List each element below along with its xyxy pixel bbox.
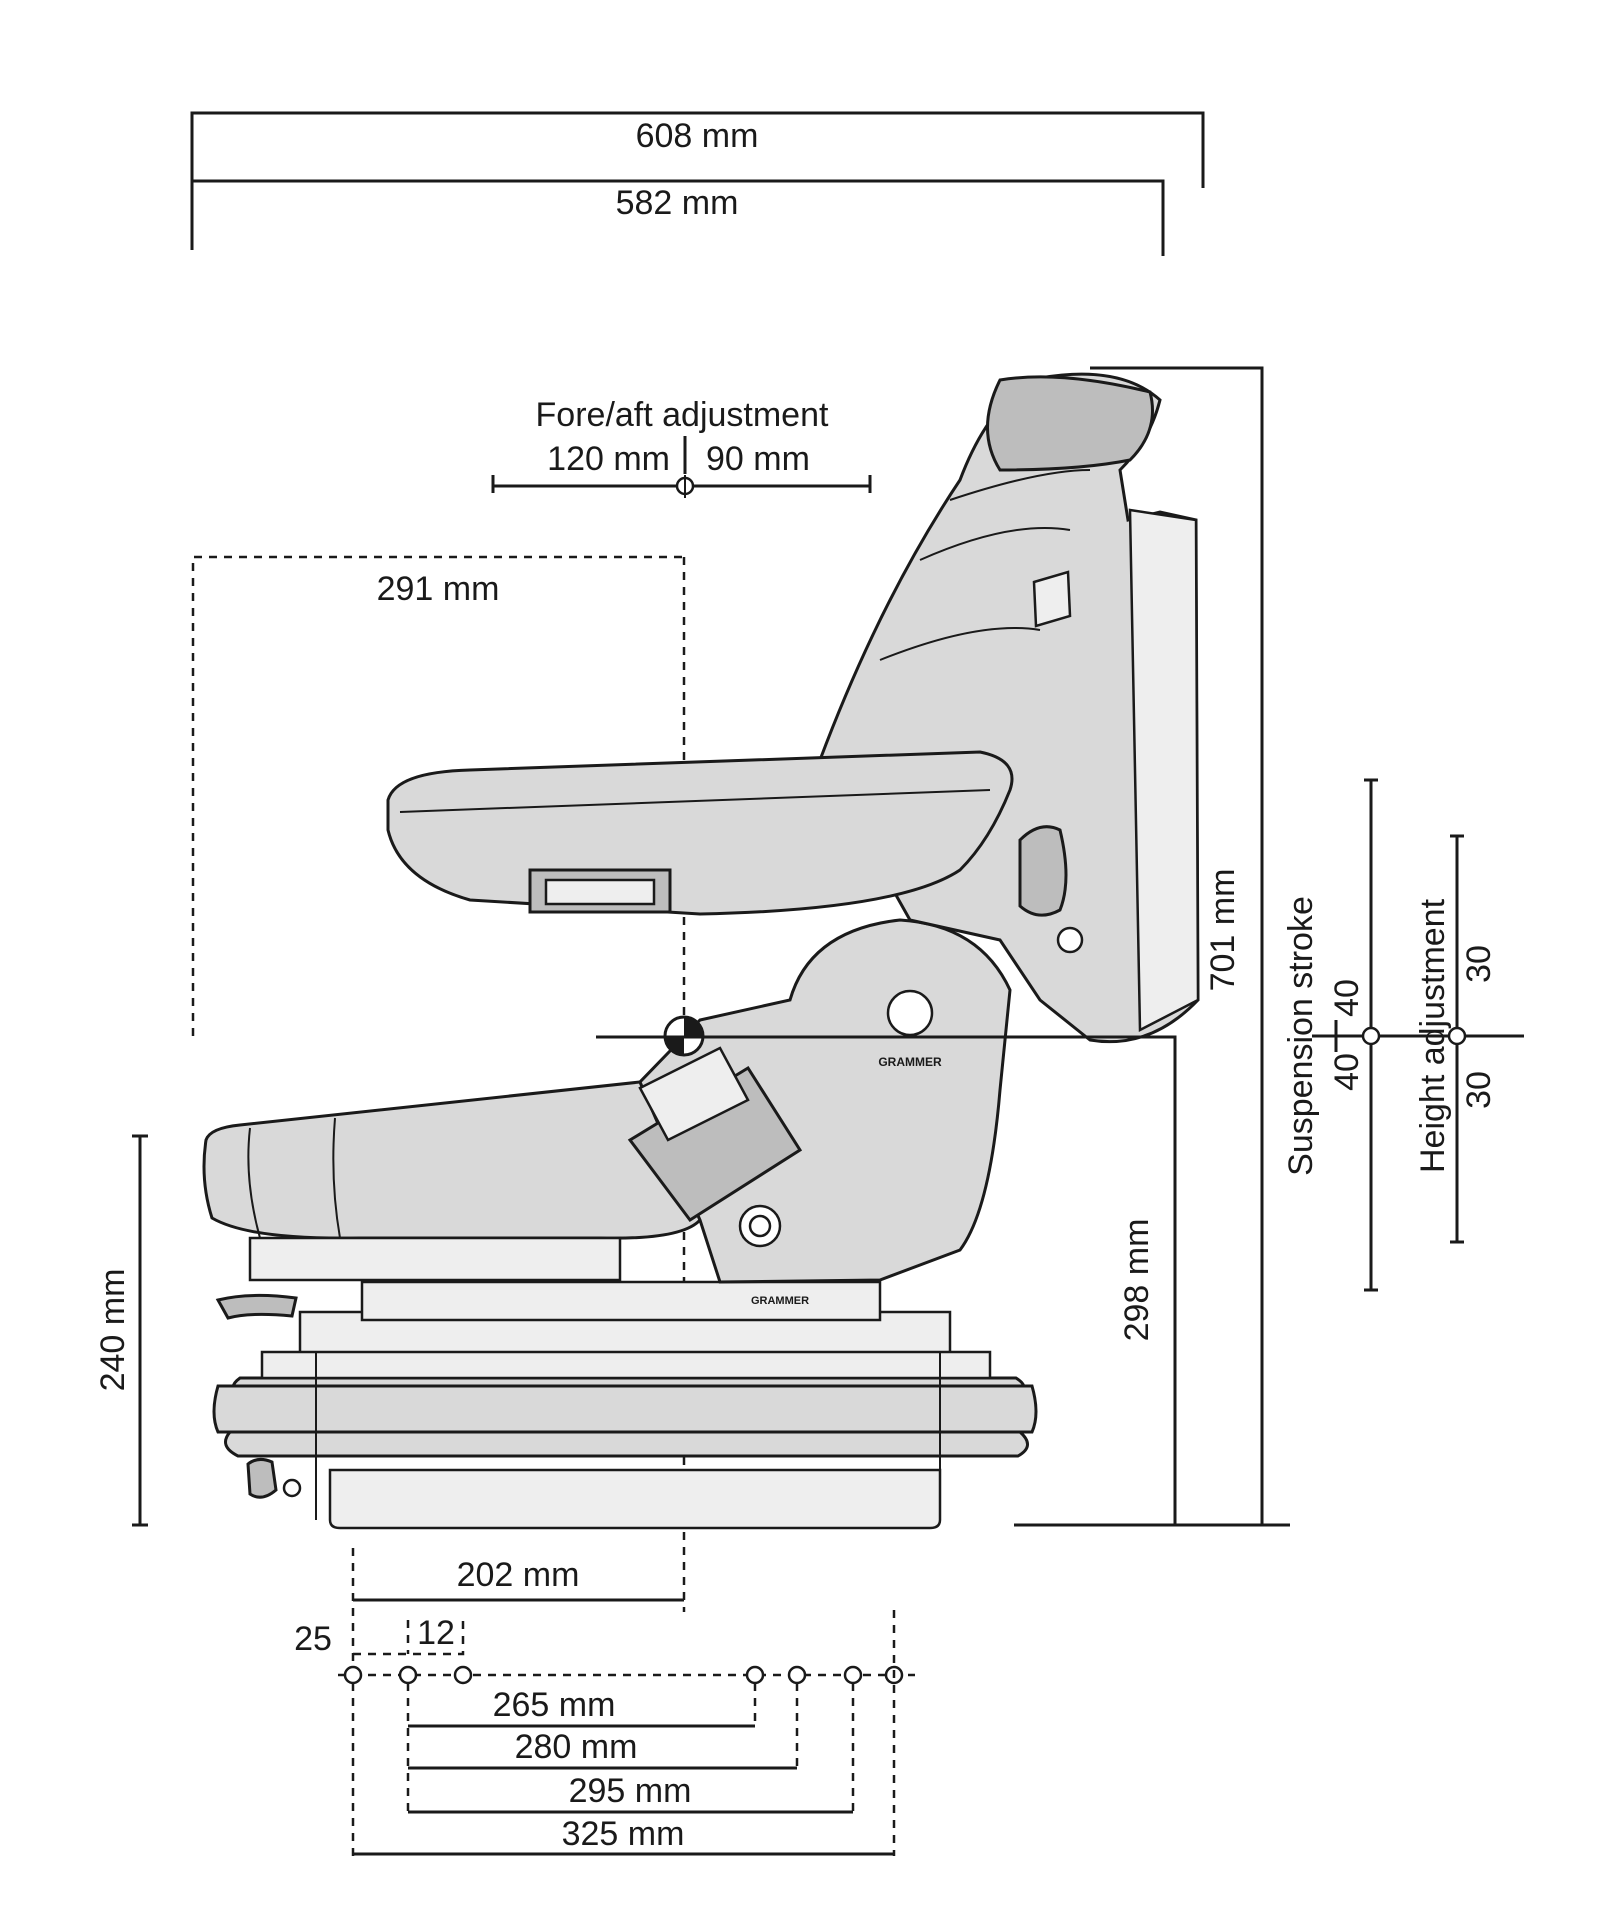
mounting-hole-pattern: 25 12 265 mm 280 mm 295 mm 325 mm — [294, 1610, 915, 1856]
rail-offset-dimension: 202 mm — [351, 1548, 684, 1856]
spacing-295-label: 295 mm — [569, 1772, 692, 1810]
mounting-hole-icon — [398, 1665, 418, 1685]
height-down-label: 30 — [1460, 1071, 1498, 1109]
suspension-down-label: 40 — [1328, 1053, 1366, 1091]
seat-height-dimension: 240 mm — [94, 1134, 148, 1527]
suspension-stroke-dimension: Suspension stroke 40 40 — [1282, 778, 1396, 1292]
height-adjustment-dimension: Height adjustment 30 30 — [1396, 834, 1524, 1244]
height-adjustment-label: Height adjustment — [1414, 898, 1452, 1173]
spacing-265-label: 265 mm — [493, 1686, 616, 1724]
frame-brand-label: GRAMMER — [878, 1055, 942, 1069]
hole-offset-12-label: 12 — [417, 1614, 455, 1652]
fore-aft-forward-label: 90 mm — [706, 440, 810, 478]
total-height-dimension: 701 mm — [1014, 366, 1290, 1527]
height-point-icon — [1447, 1026, 1467, 1046]
mounting-hole-icon — [843, 1665, 863, 1685]
brand-emblem-icon — [886, 989, 934, 1037]
fore-aft-back-label: 120 mm — [547, 440, 670, 478]
seat-height-label: 240 mm — [94, 1269, 132, 1392]
fore-aft-title: Fore/aft adjustment — [536, 396, 829, 434]
seat-reference-label: 291 mm — [377, 570, 500, 608]
suspension-up-label: 40 — [1328, 979, 1366, 1017]
overall-width-label: 608 mm — [636, 117, 759, 155]
seat-illustration: GRAMMER GRAMMER — [202, 372, 1200, 1530]
fore-aft-adjustment: Fore/aft adjustment 120 mm 90 mm — [491, 396, 872, 498]
seat-width-dimension: 582 mm — [192, 179, 1165, 256]
hole-offset-25-label: 25 — [294, 1620, 332, 1658]
mounting-hole-icon — [343, 1665, 363, 1685]
base-height-dimension: 298 mm — [596, 1035, 1177, 1525]
base-height-label: 298 mm — [1118, 1219, 1156, 1342]
mounting-hole-icon — [745, 1665, 765, 1685]
rail-offset-label: 202 mm — [457, 1556, 580, 1594]
rail-brand-label: GRAMMER — [751, 1295, 809, 1307]
mounting-hole-icon — [787, 1665, 807, 1685]
suspension-point-icon — [1361, 1026, 1381, 1046]
total-height-label: 701 mm — [1204, 869, 1242, 992]
suspension-stroke-label: Suspension stroke — [1282, 896, 1320, 1176]
spacing-325-label: 325 mm — [562, 1815, 685, 1853]
height-up-label: 30 — [1460, 945, 1498, 983]
seat-width-label: 582 mm — [616, 184, 739, 222]
spacing-280-label: 280 mm — [515, 1728, 638, 1766]
mounting-hole-icon — [453, 1665, 473, 1685]
